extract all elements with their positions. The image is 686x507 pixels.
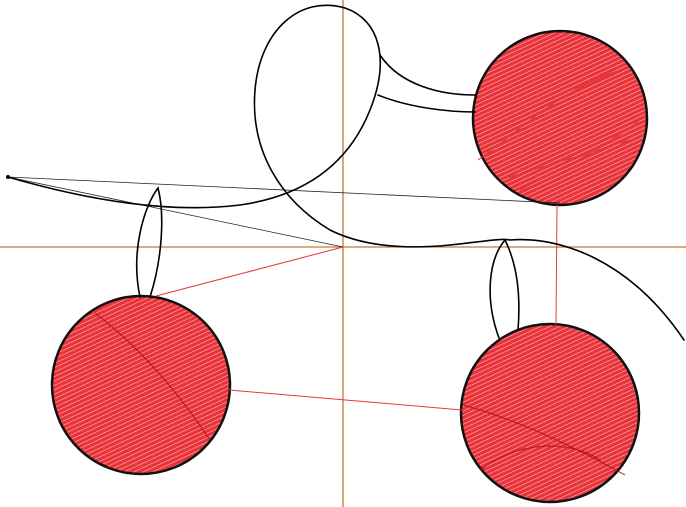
circle-top-right-scribble: [477, 69, 641, 191]
construction-line-bottom-left-to-bottom-right: [228, 389, 463, 411]
circle-bottom-right[interactable]: [459, 322, 641, 504]
construction-lines: [155, 204, 558, 411]
curve-lens-right: [489, 238, 520, 339]
construction-line-origin-to-bottom-left: [155, 246, 344, 297]
curve-right-tail: [449, 238, 685, 341]
curve-lens-left: [136, 186, 163, 298]
curve-to-top-right-2: [377, 94, 476, 113]
curve-to-top-right: [379, 54, 476, 96]
thin-line-to-origin: [7, 176, 344, 248]
circle-bottom-left[interactable]: [50, 294, 232, 476]
construction-line-top-right-to-bottom-right: [555, 204, 558, 326]
circle-bottom-left-scribble: [94, 312, 211, 441]
circle-bottom-right-scribble: [462, 404, 626, 476]
curve-main-loop: [7, 4, 451, 248]
circle-top-right[interactable]: [471, 29, 649, 207]
thin-lines: [7, 176, 561, 248]
freehand-curves[interactable]: [7, 4, 685, 341]
